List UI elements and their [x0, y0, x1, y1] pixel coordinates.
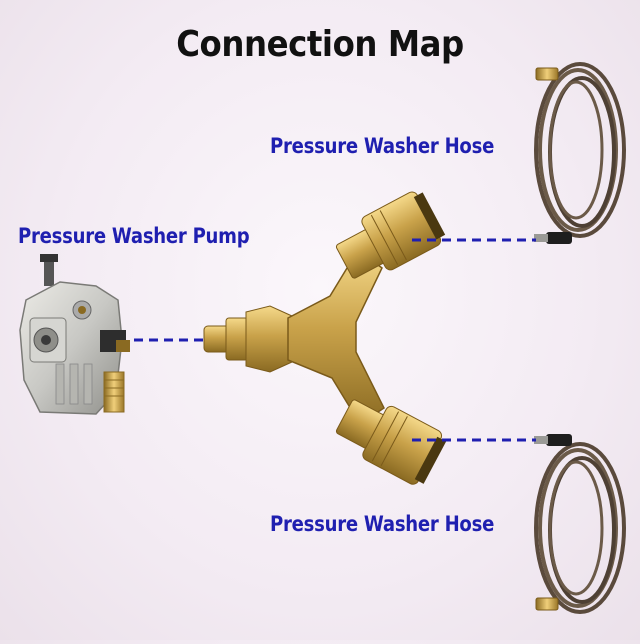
hose-coil-icon: [534, 62, 626, 244]
label-pump: Pressure Washer Pump: [18, 224, 250, 248]
label-top-hose: Pressure Washer Hose: [270, 134, 495, 158]
label-bottom-hose: Pressure Washer Hose: [270, 512, 495, 536]
hose-coil-icon: [534, 434, 626, 614]
diagram-title: Connection Map: [176, 24, 464, 65]
pump-icon: [19, 254, 130, 415]
y-splitter-icon: [203, 191, 447, 485]
